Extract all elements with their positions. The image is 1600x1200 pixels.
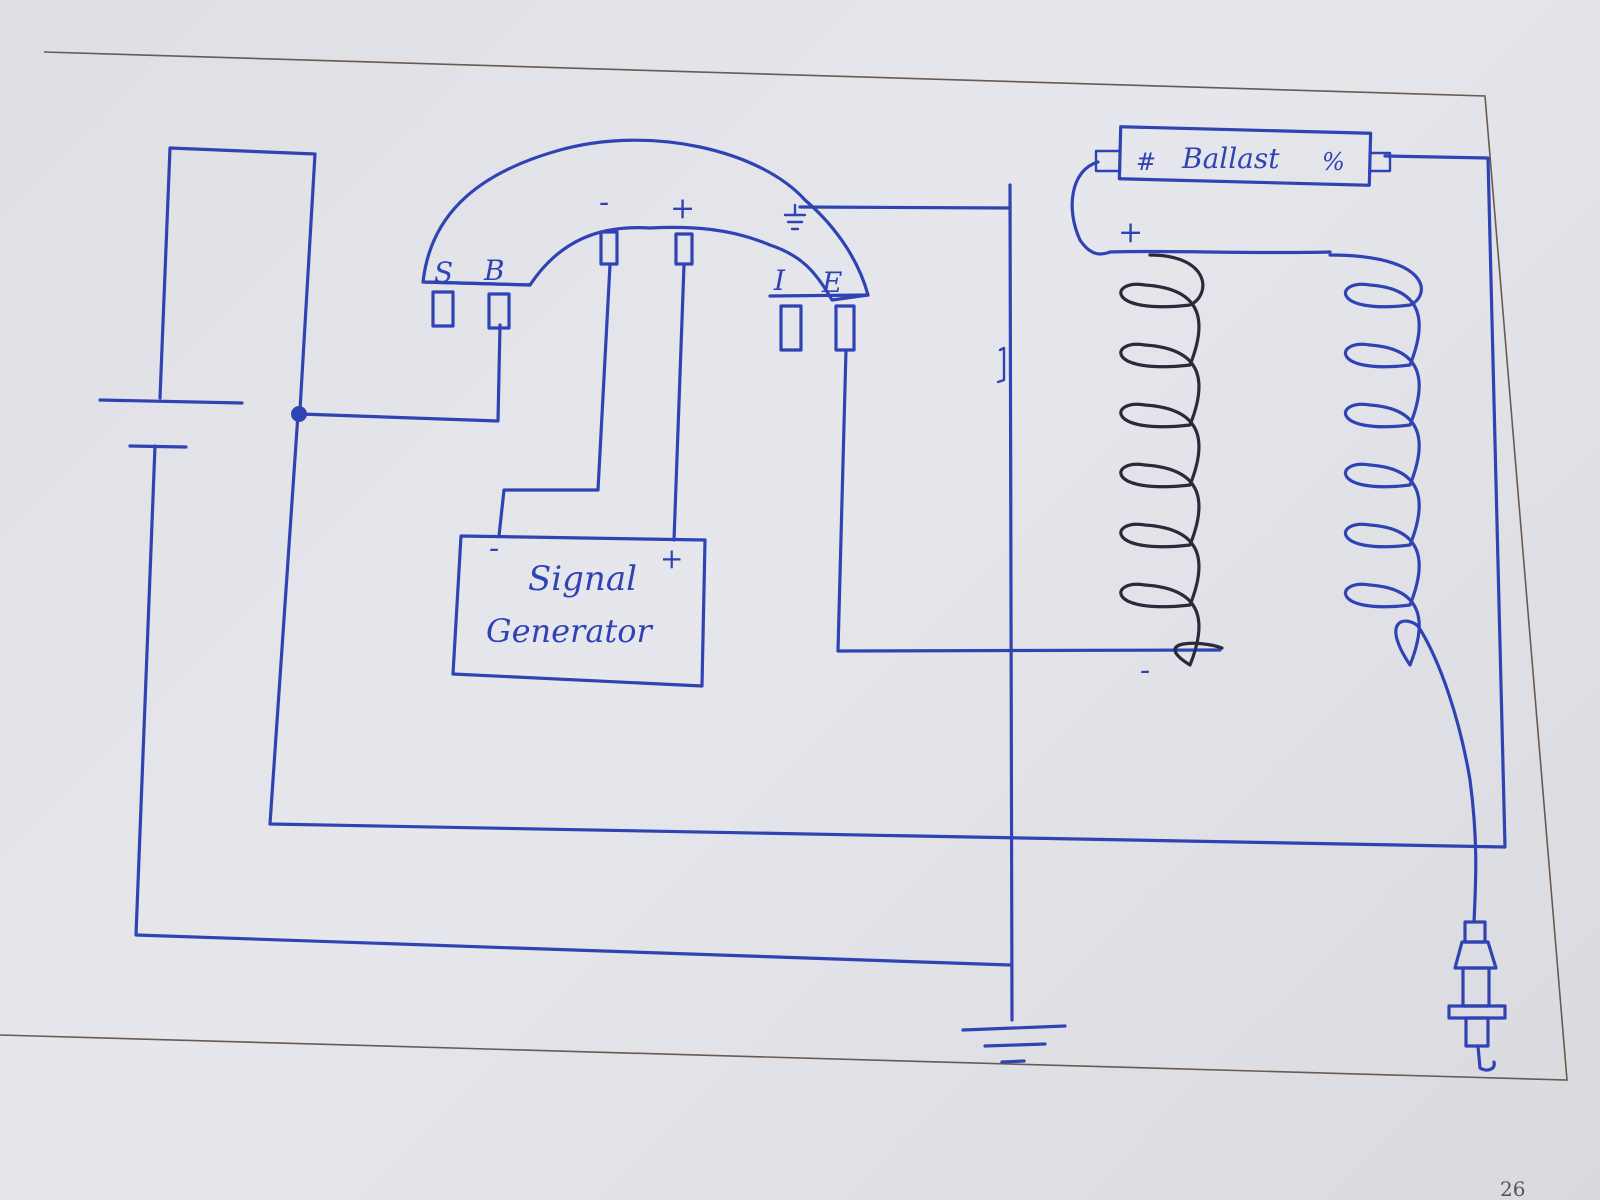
signal-generator-plus: + bbox=[660, 542, 683, 575]
e-to-coil-negative-wire bbox=[836, 348, 1222, 653]
module-label-e: E bbox=[821, 266, 842, 299]
battery-positive-wiring bbox=[268, 154, 1507, 849]
signal-generator-label-line1: Signal bbox=[528, 559, 637, 599]
module-ground-icon bbox=[783, 203, 807, 231]
module-label-plus: + bbox=[670, 191, 695, 226]
ignition-module-icon bbox=[421, 138, 870, 352]
module-label-b: B bbox=[483, 254, 505, 287]
signal-generator-label-line2: Generator bbox=[486, 612, 654, 650]
ground-wiring bbox=[798, 183, 1014, 1022]
ballast-mark-right: % bbox=[1322, 148, 1345, 176]
ballast-mark-left: # bbox=[1136, 148, 1156, 176]
coil-plus-label: + bbox=[1118, 215, 1143, 250]
module-label-minus: - bbox=[599, 185, 609, 220]
spark-plug-icon bbox=[1447, 920, 1507, 1072]
ballast-label: Ballast bbox=[1181, 142, 1280, 175]
ballast-resistor bbox=[1070, 125, 1392, 256]
module-label-i: I bbox=[773, 264, 786, 297]
ignition-coil-icon bbox=[1108, 249, 1478, 924]
page-number: 26 bbox=[1500, 1177, 1525, 1200]
signal-generator-minus: - bbox=[489, 531, 499, 566]
paper-frame bbox=[0, 51, 1568, 1081]
signal-generator-box bbox=[451, 263, 707, 688]
battery-icon bbox=[98, 146, 1012, 967]
ground-icon bbox=[961, 1024, 1067, 1064]
module-label-s: S bbox=[434, 256, 453, 289]
coil-minus-label: - bbox=[1140, 653, 1150, 688]
